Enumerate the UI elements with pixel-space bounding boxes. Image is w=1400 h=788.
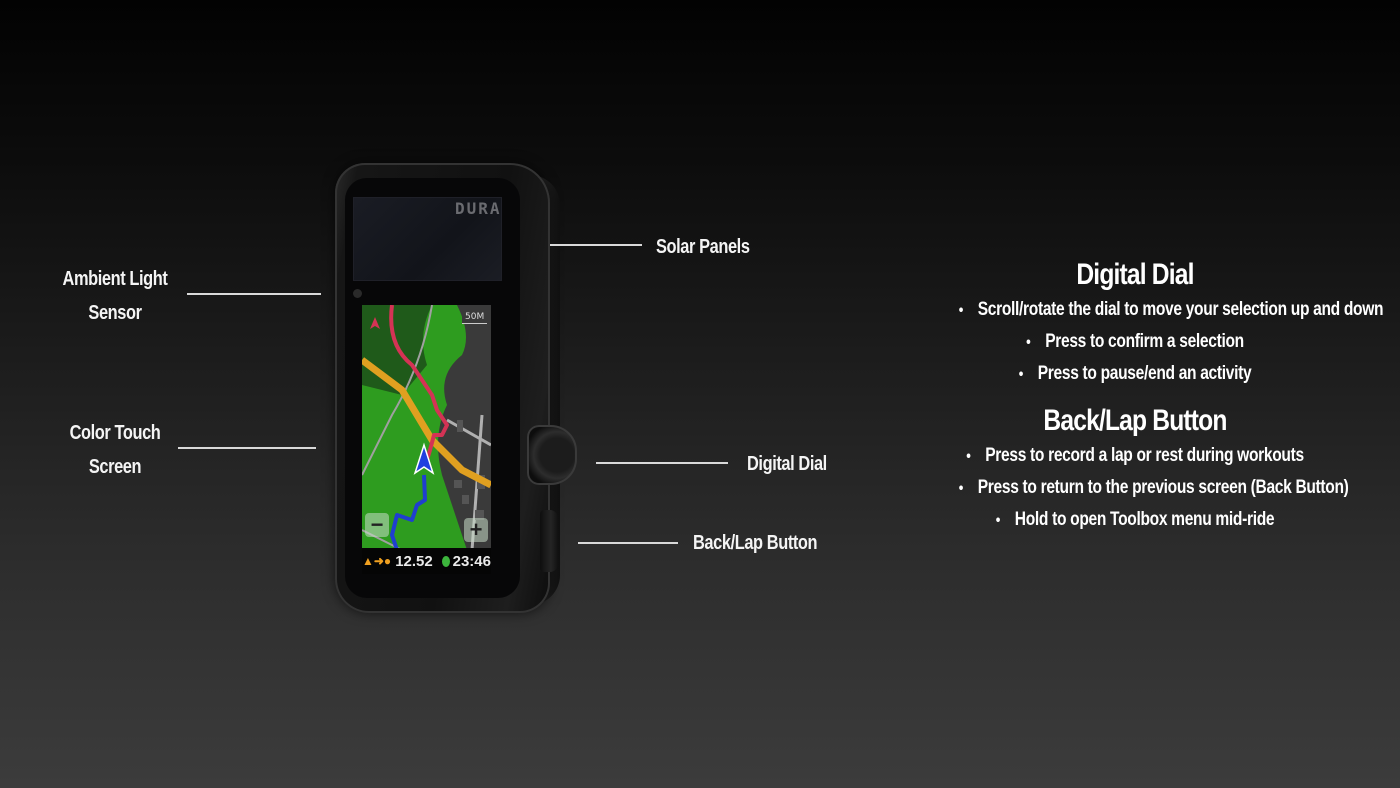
bullet-list: Press to record a lap or rest during wor… <box>920 440 1350 536</box>
bullet-item: Press to confirm a selection <box>959 326 1312 358</box>
bullet-item: Press to pause/end an activity <box>959 358 1312 390</box>
route-to-destination-icon: ▲➜● <box>362 554 392 568</box>
distance-value: 12.52 <box>395 552 433 570</box>
callout-text-line1: Color Touch <box>69 422 161 444</box>
color-touch-screen[interactable] <box>362 305 491 550</box>
bullet-list: Scroll/rotate the dial to move your sele… <box>920 294 1384 390</box>
callout-text-line2: Sensor <box>88 302 142 324</box>
callout-color-touch-screen: Color Touch Screen <box>54 416 177 484</box>
callout-text-line1: Ambient Light <box>62 268 168 290</box>
bullet-item: Scroll/rotate the dial to move your sele… <box>959 294 1384 326</box>
callout-back-lap-button: Back/Lap Button <box>693 532 818 554</box>
time-value: 23:46 <box>452 552 491 570</box>
section-title: Digital Dial <box>1076 258 1194 291</box>
section-back-lap-button: Back/Lap Button Press to record a lap or… <box>920 402 1350 536</box>
callout-text-line2: Screen <box>88 456 142 478</box>
map-scale: 50M <box>462 312 488 324</box>
leader-line-solar-panels <box>550 244 642 246</box>
info-panel: Digital Dial Scroll/rotate the dial to m… <box>920 256 1384 536</box>
ambient-light-sensor <box>353 289 362 298</box>
callout-ambient-light-sensor: Ambient Light Sensor <box>54 262 177 330</box>
section-digital-dial: Digital Dial Scroll/rotate the dial to m… <box>920 256 1384 390</box>
leader-line-back-lap-button <box>578 542 678 544</box>
leader-line-ambient-light-sensor <box>187 293 321 295</box>
zoom-out-button[interactable]: − <box>365 513 389 537</box>
section-title: Back/Lap Button <box>1043 404 1227 437</box>
back-lap-button[interactable] <box>540 510 558 572</box>
leader-line-digital-dial <box>596 462 728 464</box>
solar-panel <box>353 197 502 281</box>
zoom-in-button[interactable]: + <box>464 518 488 542</box>
brand-logo: DURA <box>455 199 502 218</box>
bullet-item: Press to return to the previous screen (… <box>959 472 1349 504</box>
status-bar: ▲➜● 12.52 23:46 <box>362 548 491 574</box>
digital-dial[interactable] <box>527 425 577 485</box>
bullet-item: Hold to open Toolbox menu mid-ride <box>959 504 1312 536</box>
callout-digital-dial: Digital Dial <box>747 453 827 475</box>
leader-line-color-touch-screen <box>178 447 316 449</box>
callout-solar-panels: Solar Panels <box>656 236 750 258</box>
map-view[interactable] <box>362 305 491 550</box>
clock-icon <box>441 555 450 567</box>
bullet-item: Press to record a lap or rest during wor… <box>959 440 1312 472</box>
